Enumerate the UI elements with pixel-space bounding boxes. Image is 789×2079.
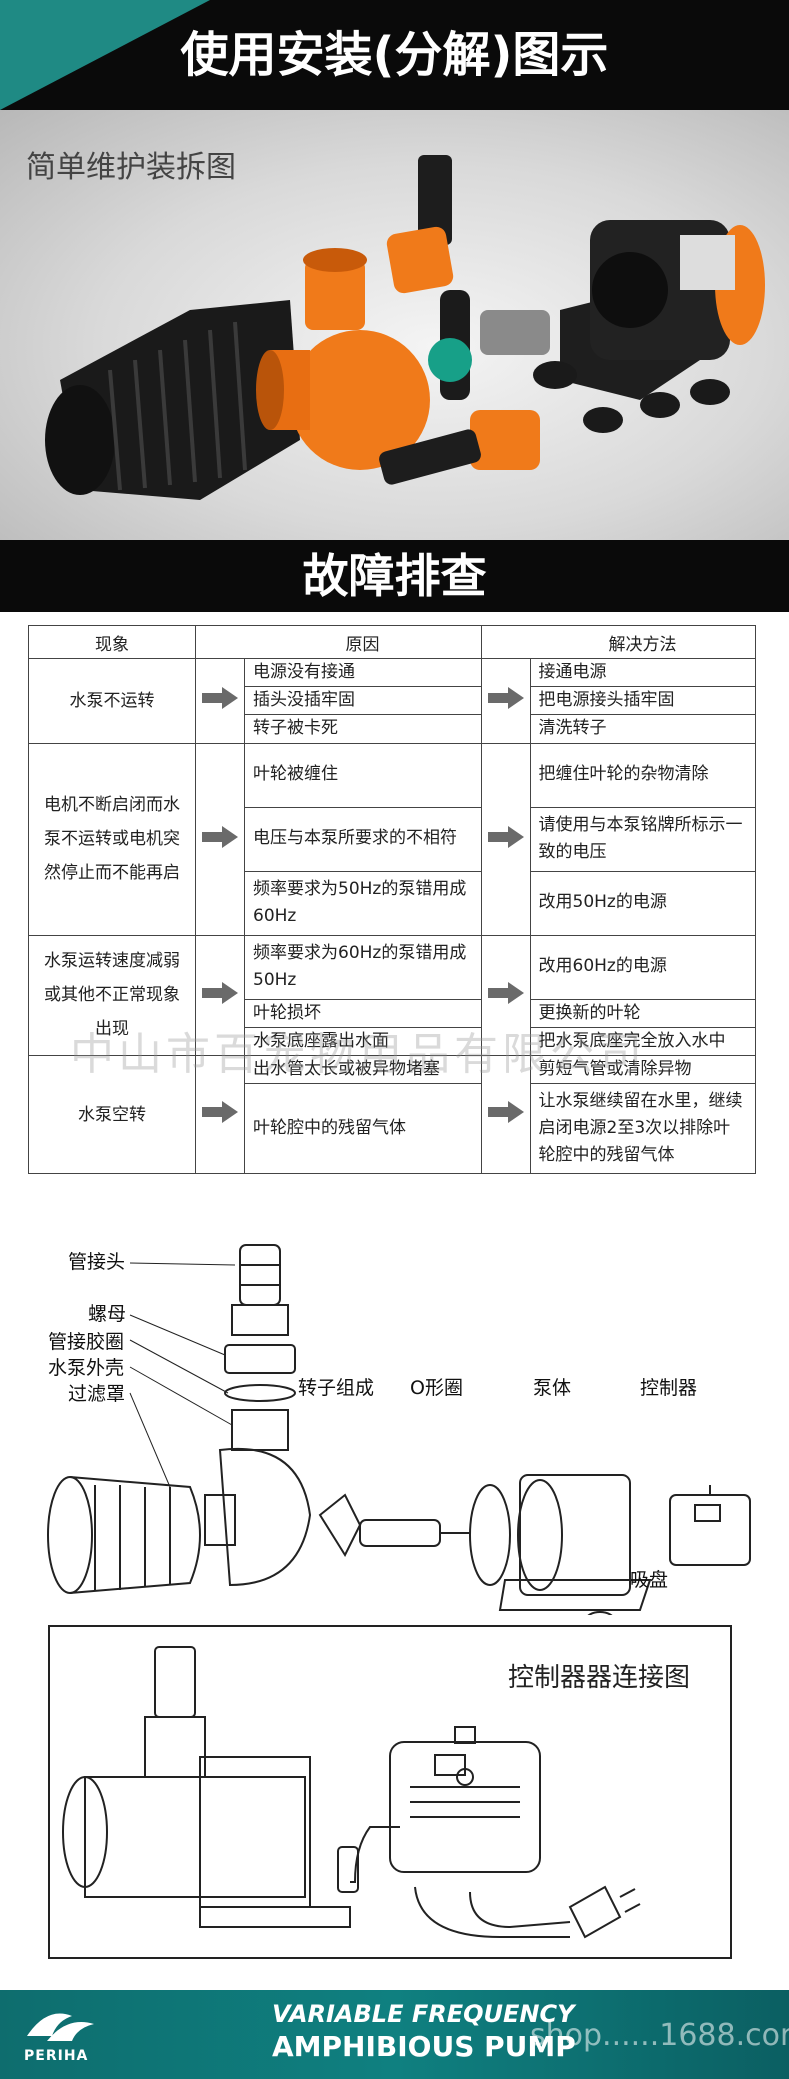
cause-cell: 出水管太长或被异物堵塞 [244, 1054, 482, 1085]
top-hose-connector-image [386, 155, 454, 294]
solution-cell: 把电源接头插牢固 [529, 686, 756, 716]
hose-connector-drawing [231, 1244, 289, 1336]
impeller-image [428, 290, 550, 400]
suction-cup-drawing [587, 1611, 613, 1615]
page-title: 使用安装(分解)图示 [180, 27, 609, 83]
pump-body-drawing [498, 1474, 652, 1611]
cause-cell: 频率要求为60Hz的泵错用成50Hz [244, 934, 482, 1000]
table-row: 插头没插牢固 把电源接头插牢固 [29, 686, 756, 716]
arrow-icon [195, 658, 245, 744]
troubleshooting-table: 现象 原因 解决方法 水泵不运转 电源没有接通 接通电源 插头没插牢固 把电源接… [28, 625, 756, 1175]
arrow-icon [195, 742, 245, 936]
cause-cell: 叶轮被缠住 [244, 742, 482, 808]
cause-cell: 叶轮腔中的残留气体 [244, 1083, 482, 1175]
controller-connection-box: 控制器器连接图 [48, 1625, 732, 1959]
section-title: 故障排查 [302, 549, 487, 603]
controller-box-title: 控制器器连接图 [507, 1663, 690, 1693]
cause-cell: 叶轮损坏 [244, 998, 482, 1028]
cause-cell: 频率要求为50Hz的泵错用成60Hz [244, 870, 482, 936]
rotor-drawing [318, 1493, 470, 1558]
filter-cage-image [45, 300, 300, 500]
controller-box-drawing [389, 1726, 541, 1873]
table-row: 水泵空转 出水管太长或被异物堵塞 剪短气管或清除异物 [28, 1054, 756, 1175]
footer-banner: PERIHA VARIABLE FREQUENCY AMPHIBIOUS PUM… [0, 1990, 789, 2079]
cause-cell: 水泵底座露出水面 [244, 1026, 482, 1056]
footer-line2: AMPHIBIOUS PUMP [272, 2030, 576, 2063]
suction-cups-image [533, 361, 730, 433]
orange-housing-image [256, 248, 430, 470]
parts-diagram: 管接头 螺母 管接胶圈 水泵外壳 过滤罩 转子组成 O形圈 泵体 控制器 吸盘 [0, 1235, 789, 1615]
bottom-hose-connector-image [379, 410, 540, 485]
table-row: 水泵不运转 电源没有接通 接通电源 [28, 657, 756, 744]
label-rotor: 转子组成 [298, 1377, 375, 1399]
exploded-view-photo: 简单维护装拆图 [0, 110, 789, 540]
label-gasket: 管接胶圈 [48, 1331, 125, 1353]
motor-body-image [560, 220, 765, 400]
symptom-cell: 水泵不运转 [28, 658, 196, 744]
solution-cell: 改用50Hz的电源 [529, 870, 756, 936]
label-filter: 过滤罩 [68, 1383, 126, 1405]
table-row: 电机不断启闭而水泵不运转或电机突然停止而不能再启 叶轮被缠住 把缠住叶轮的杂物清… [28, 742, 756, 936]
solution-cell: 改用60Hz的电源 [529, 934, 756, 1000]
filter-cover-drawing [47, 1476, 201, 1594]
symptom-cell: 水泵运转速度减弱或其他不正常现象出现 [28, 934, 196, 1056]
label-oring: O形圈 [410, 1377, 463, 1399]
solution-cell: 让水泵继续留在水里，继续启闭电源2至3次以排除叶轮腔中的残留气体 [529, 1083, 756, 1175]
brand-logo-icon [27, 2013, 94, 2041]
solution-cell: 把水泵底座完全放入水中 [529, 1026, 756, 1056]
table-row: 转子被卡死 清洗转子 [29, 714, 756, 744]
label-body: 泵体 [533, 1377, 572, 1399]
arrow-icon [480, 658, 531, 744]
cause-cell: 插头没插牢固 [244, 686, 482, 716]
photo-caption: 简单维护装拆图 [26, 150, 236, 185]
arrow-icon [195, 1054, 245, 1175]
brand-name: PERIHA [24, 2048, 89, 2064]
footer-watermark: shop......1688.com [530, 2018, 789, 2053]
nut-drawing [224, 1344, 296, 1374]
arrow-icon [480, 742, 531, 936]
label-nut: 螺母 [88, 1303, 127, 1325]
table-row: 电压与本泵所要求的不相符 请使用与本泵铭牌所标示一致的电压 [29, 806, 756, 872]
arrow-icon [480, 1054, 531, 1175]
table-header-row: 现象 原因 解决方法 [28, 625, 756, 659]
table-row: 叶轮损坏 更换新的叶轮 [29, 998, 756, 1028]
header-band: 使用安装(分解)图示 [0, 0, 789, 110]
symptom-cell: 电机不断启闭而水泵不运转或电机突然停止而不能再启 [28, 742, 196, 936]
header-cause: 原因 [244, 625, 482, 659]
watermark-text: 中山市百宠物用品有限公司 [70, 1029, 646, 1080]
pump-shell-drawing [204, 1409, 312, 1587]
solution-cell: 接通电源 [529, 657, 756, 688]
table-row: 水泵底座露出水面 把水泵底座完全放入水中 [29, 1026, 756, 1056]
cable-drawing [337, 1826, 571, 1938]
solution-cell: 清洗转子 [529, 714, 756, 744]
cause-cell: 电压与本泵所要求的不相符 [244, 806, 482, 872]
arrow-icon [195, 934, 245, 1056]
header-symptom: 现象 [28, 625, 196, 659]
plug-icon [568, 1885, 641, 1939]
o-ring-drawing [469, 1484, 511, 1586]
assembled-pump-drawing [62, 1646, 351, 1928]
solution-cell: 请使用与本泵铭牌所标示一致的电压 [529, 806, 756, 872]
label-controller: 控制器 [640, 1377, 698, 1399]
solution-cell: 剪短气管或清除异物 [529, 1054, 756, 1085]
cause-cell: 转子被卡死 [244, 714, 482, 744]
teal-corner-decoration [0, 0, 210, 110]
controller-drawing [669, 1485, 751, 1566]
table-row: 水泵运转速度减弱或其他不正常现象出现 频率要求为60Hz的泵错用成50Hz 改用… [28, 934, 756, 1056]
solution-cell: 把缠住叶轮的杂物清除 [529, 742, 756, 808]
solution-cell: 更换新的叶轮 [529, 998, 756, 1028]
section-band: 故障排查 [0, 540, 789, 612]
cause-cell: 电源没有接通 [244, 657, 482, 688]
header-solution: 解决方法 [530, 625, 756, 659]
footer-line1: VARIABLE FREQUENCY [272, 2000, 575, 2028]
label-shell: 水泵外壳 [48, 1357, 125, 1379]
table-row: 叶轮腔中的残留气体 让水泵继续留在水里，继续启闭电源2至3次以排除叶轮腔中的残留… [29, 1083, 756, 1175]
label-hose: 管接头 [68, 1251, 126, 1273]
gasket-drawing [224, 1384, 296, 1402]
label-sucker: 吸盘 [630, 1569, 669, 1591]
arrow-icon [480, 934, 531, 1056]
